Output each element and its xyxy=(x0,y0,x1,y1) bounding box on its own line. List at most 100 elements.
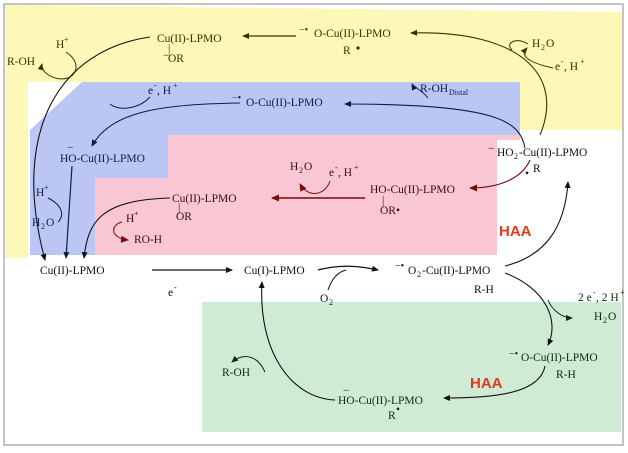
ho2-minus: − xyxy=(488,143,495,155)
m-e-sup: - xyxy=(174,283,177,292)
r-e-h: , H xyxy=(338,167,352,179)
g-h2o-sub: 2 xyxy=(603,316,607,325)
arrow-cuor-to-cu2 xyxy=(33,36,151,261)
b-e-h: , H xyxy=(157,85,171,97)
g-o-cu-lpmo: O-Cu(II)-LPMO xyxy=(521,352,598,364)
r-h2o-sub: 2 xyxy=(299,166,303,175)
y-o-cu-lpmo: O-Cu(II)-LPMO xyxy=(314,28,391,40)
b-h2o-o: O xyxy=(46,217,54,229)
y-r: R xyxy=(343,45,351,57)
arrow-hocu-to-cu2 xyxy=(63,165,73,259)
haa-upper: HAA xyxy=(499,223,532,240)
ho2-radical-dot: • xyxy=(525,168,529,180)
y-h2o-sub: 2 xyxy=(541,43,545,52)
b-roh-distal-sub: Distal xyxy=(449,88,469,97)
r-roh: RO-H xyxy=(134,234,162,246)
g-h2o-o: O xyxy=(608,311,616,323)
y-minus: − xyxy=(163,50,170,62)
arrow-e-h-pink xyxy=(299,180,331,194)
y-e-h-plus: + xyxy=(580,57,585,66)
y-roh: R-OH xyxy=(7,56,35,68)
y-h2o-h: H xyxy=(532,38,540,50)
r-e-sup: - xyxy=(335,163,338,172)
arrow-h2o-yellow xyxy=(509,40,529,51)
arrow-cu1-to-o2cu xyxy=(317,265,379,272)
g-minus: − xyxy=(343,385,350,397)
yellow-region xyxy=(5,5,622,258)
g-h2o-h: H xyxy=(594,311,602,323)
r-e-plus: + xyxy=(354,163,359,172)
g-2e-plus: + xyxy=(620,288,625,297)
m-cu2-lpmo: Cu(II)-LPMO xyxy=(40,265,105,277)
m-rh: R-H xyxy=(474,284,494,296)
m-e: e xyxy=(168,287,173,299)
r-h2o-h: H xyxy=(290,161,298,173)
arrow-roh-green xyxy=(231,355,266,373)
y-hplus: H xyxy=(56,39,64,51)
b-e-sup: - xyxy=(154,81,157,90)
ho2-sub: 2 xyxy=(514,152,518,161)
b-e: e xyxy=(148,85,153,97)
m-o2cu-sub: 2 xyxy=(417,270,421,279)
blue-region xyxy=(30,82,520,255)
y-e-sup: - xyxy=(561,57,564,66)
r-or: OR xyxy=(176,211,192,223)
y-or: OR xyxy=(168,53,184,65)
y-bar: | xyxy=(168,43,170,55)
b-hplus: H xyxy=(36,187,44,199)
arrow-hplus-blue xyxy=(47,197,63,223)
arrow-o2cu-to-ho2 xyxy=(504,181,571,267)
b-dot-o: −• xyxy=(232,93,241,104)
arrow-o2-in xyxy=(327,269,347,291)
arrow-ho2-to-ocu xyxy=(410,29,548,136)
arrow-cuor-pink-to-cu2 xyxy=(81,197,171,259)
g-2e-sup: - xyxy=(593,288,596,297)
arrow-hocu-to-cu1 xyxy=(258,281,336,401)
m-o2cu-pre: −• xyxy=(395,261,404,272)
m-o2-o: O xyxy=(320,293,328,305)
r-hplus-sup: + xyxy=(134,209,139,218)
arrow-ho2-to-hocu-pink xyxy=(469,159,531,192)
y-dot-o: −• xyxy=(299,25,308,36)
b-o-cu-lpmo: O-Cu(II)-LPMO xyxy=(246,97,323,109)
r-cu-lpmo: Cu(II)-LPMO xyxy=(172,193,237,205)
g-2e-h: , 2 H xyxy=(596,292,619,304)
r-h2o-o: O xyxy=(304,161,312,173)
r-e: e xyxy=(329,167,334,179)
arrow-e-h-yellow xyxy=(520,47,554,69)
g-roh: R-OH xyxy=(222,367,250,379)
haa-lower: HAA xyxy=(470,375,503,392)
m-cu1-lpmo: Cu(I)-LPMO xyxy=(244,265,305,277)
arrow-ho2-to-ocu-blue xyxy=(344,101,526,149)
g-rh: R-H xyxy=(556,369,576,381)
r-bar2: | xyxy=(382,195,384,207)
m-o2cu-cu: -Cu(II)-LPMO xyxy=(422,265,490,277)
arrow-roh-distal xyxy=(411,83,429,99)
arrow-roh-yellow xyxy=(37,63,69,80)
b-minus: − xyxy=(67,142,74,154)
arrow-ocu-to-hocu-green xyxy=(443,365,546,401)
b-roh-distal: R-OH xyxy=(420,83,448,95)
r-ho-cu-lpmo: HO-Cu(II)-LPMO xyxy=(370,184,455,196)
m-o2-sub: 2 xyxy=(329,298,333,307)
arrow-ocu-to-hocu xyxy=(91,102,241,147)
m-o2cu-o: O xyxy=(408,265,416,277)
arrow-roh-pink xyxy=(113,221,129,243)
b-ho-cu-lpmo: HO-Cu(II)-LPMO xyxy=(60,153,145,165)
b-h2o-sub: 2 xyxy=(41,222,45,231)
arrow-e-h-blue xyxy=(109,96,151,109)
y-e: e xyxy=(555,61,560,73)
r-or-dot: OR• xyxy=(380,205,400,217)
pink-region xyxy=(95,135,520,255)
ho2-r: R xyxy=(533,163,541,175)
b-h2o-h: H xyxy=(32,217,40,229)
g-r-dot: • xyxy=(396,404,400,416)
g-ho-cu: HO-Cu(II)-LPMO xyxy=(338,395,423,407)
ho2-cu-lpmo: -Cu(II)-LPMO xyxy=(519,147,587,159)
y-e-h: , H xyxy=(564,61,578,73)
r-hplus: H xyxy=(126,213,134,225)
g-dot-o: −• xyxy=(509,349,518,360)
g-2e: 2 e xyxy=(578,292,592,304)
